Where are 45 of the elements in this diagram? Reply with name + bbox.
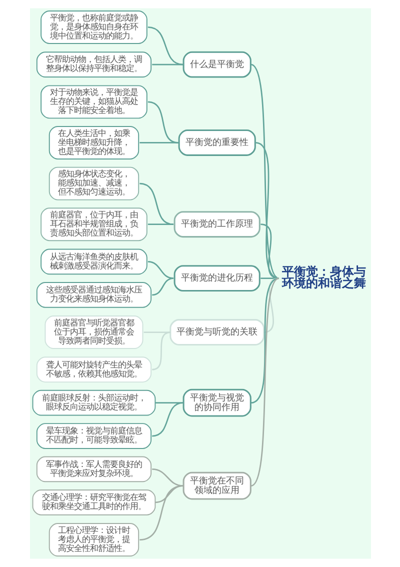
connector <box>152 64 183 66</box>
connector <box>250 278 279 486</box>
node-box: 它帮助动物，包括人类，调整身体以保持平衡和稳定。 <box>36 52 152 78</box>
node-text: 平衡觉：身体与环境的和谐之舞 <box>281 264 366 290</box>
node-box: 在人类生活中，如乘坐电梯时感知升降，也是平衡觉的体现。 <box>48 126 139 160</box>
connector <box>154 402 183 404</box>
node-box: 前庭器官，位于内耳，由耳石器和半规管组成，负责感知头部位置和运动。 <box>40 208 147 242</box>
connector <box>250 278 279 404</box>
connector <box>151 332 170 370</box>
connector <box>147 26 183 66</box>
connector <box>263 278 279 333</box>
node-box: 平衡觉与视觉的协同作用 <box>182 388 251 417</box>
connector <box>143 332 170 333</box>
connector <box>152 278 174 296</box>
node-box: 平衡觉的工作原理 <box>173 211 260 238</box>
connector <box>147 261 174 279</box>
node-box: 对于动物来说，平衡觉是生存的关键，如猫从高处落下时能安全着地。 <box>40 85 147 119</box>
node-box: 平衡觉的进化历程 <box>173 265 260 292</box>
node-box: 平衡觉在不同领域的应用 <box>182 472 251 500</box>
node-box: 前庭器官与听觉器官都位于内耳，损伤通常会导致两者同时受损。 <box>44 316 143 349</box>
node-box: 晕车现象：视觉与前庭信息不匹配时，可能导致晕眩。 <box>36 423 152 449</box>
node-box: 什么是平衡觉 <box>182 51 251 78</box>
connector <box>147 224 174 226</box>
node-box: 感知身体状态变化，能感知加速、减速，但不感知匀速运动。 <box>48 166 139 200</box>
connector <box>139 142 178 144</box>
node-box: 平衡觉，也称前庭觉或静觉，是身体感知自身在环境中位置和运动的能力。 <box>40 10 147 44</box>
node-box: 平衡觉与听觉的关联 <box>169 319 264 346</box>
connector <box>147 101 178 144</box>
connector <box>260 278 278 279</box>
node-box: 军事作战：军人需要良好的平衡觉来应对复杂环境。 <box>36 456 152 482</box>
connector <box>139 182 174 226</box>
connector <box>152 468 183 486</box>
node-box: 前庭眼球反射：头部运动时，眼球反向运动以稳定视觉。 <box>32 390 156 416</box>
node-box: 从远古海洋鱼类的皮肤机械刺激感受器演化而来。 <box>40 248 147 275</box>
connector <box>255 142 279 279</box>
node-box: 平衡觉的重要性 <box>178 130 256 156</box>
node-box: 这些感受器通过感知海水压力变化来感知身体运动。 <box>36 282 152 308</box>
connector <box>260 224 279 279</box>
node-box: 交通心理学：研究平衡觉在驾驶和乘坐交通工具时的作用。 <box>32 489 156 516</box>
connector <box>154 485 183 504</box>
node-box: 聋人可能对旋转产生的头晕不敏感，依赖其他感知觉。 <box>36 356 152 383</box>
connector <box>250 64 279 279</box>
connector <box>139 485 183 540</box>
node-box: 工程心理学：设计时考虑人的平衡觉，提高安全性和舒适性。 <box>48 523 139 556</box>
connector <box>151 402 183 437</box>
